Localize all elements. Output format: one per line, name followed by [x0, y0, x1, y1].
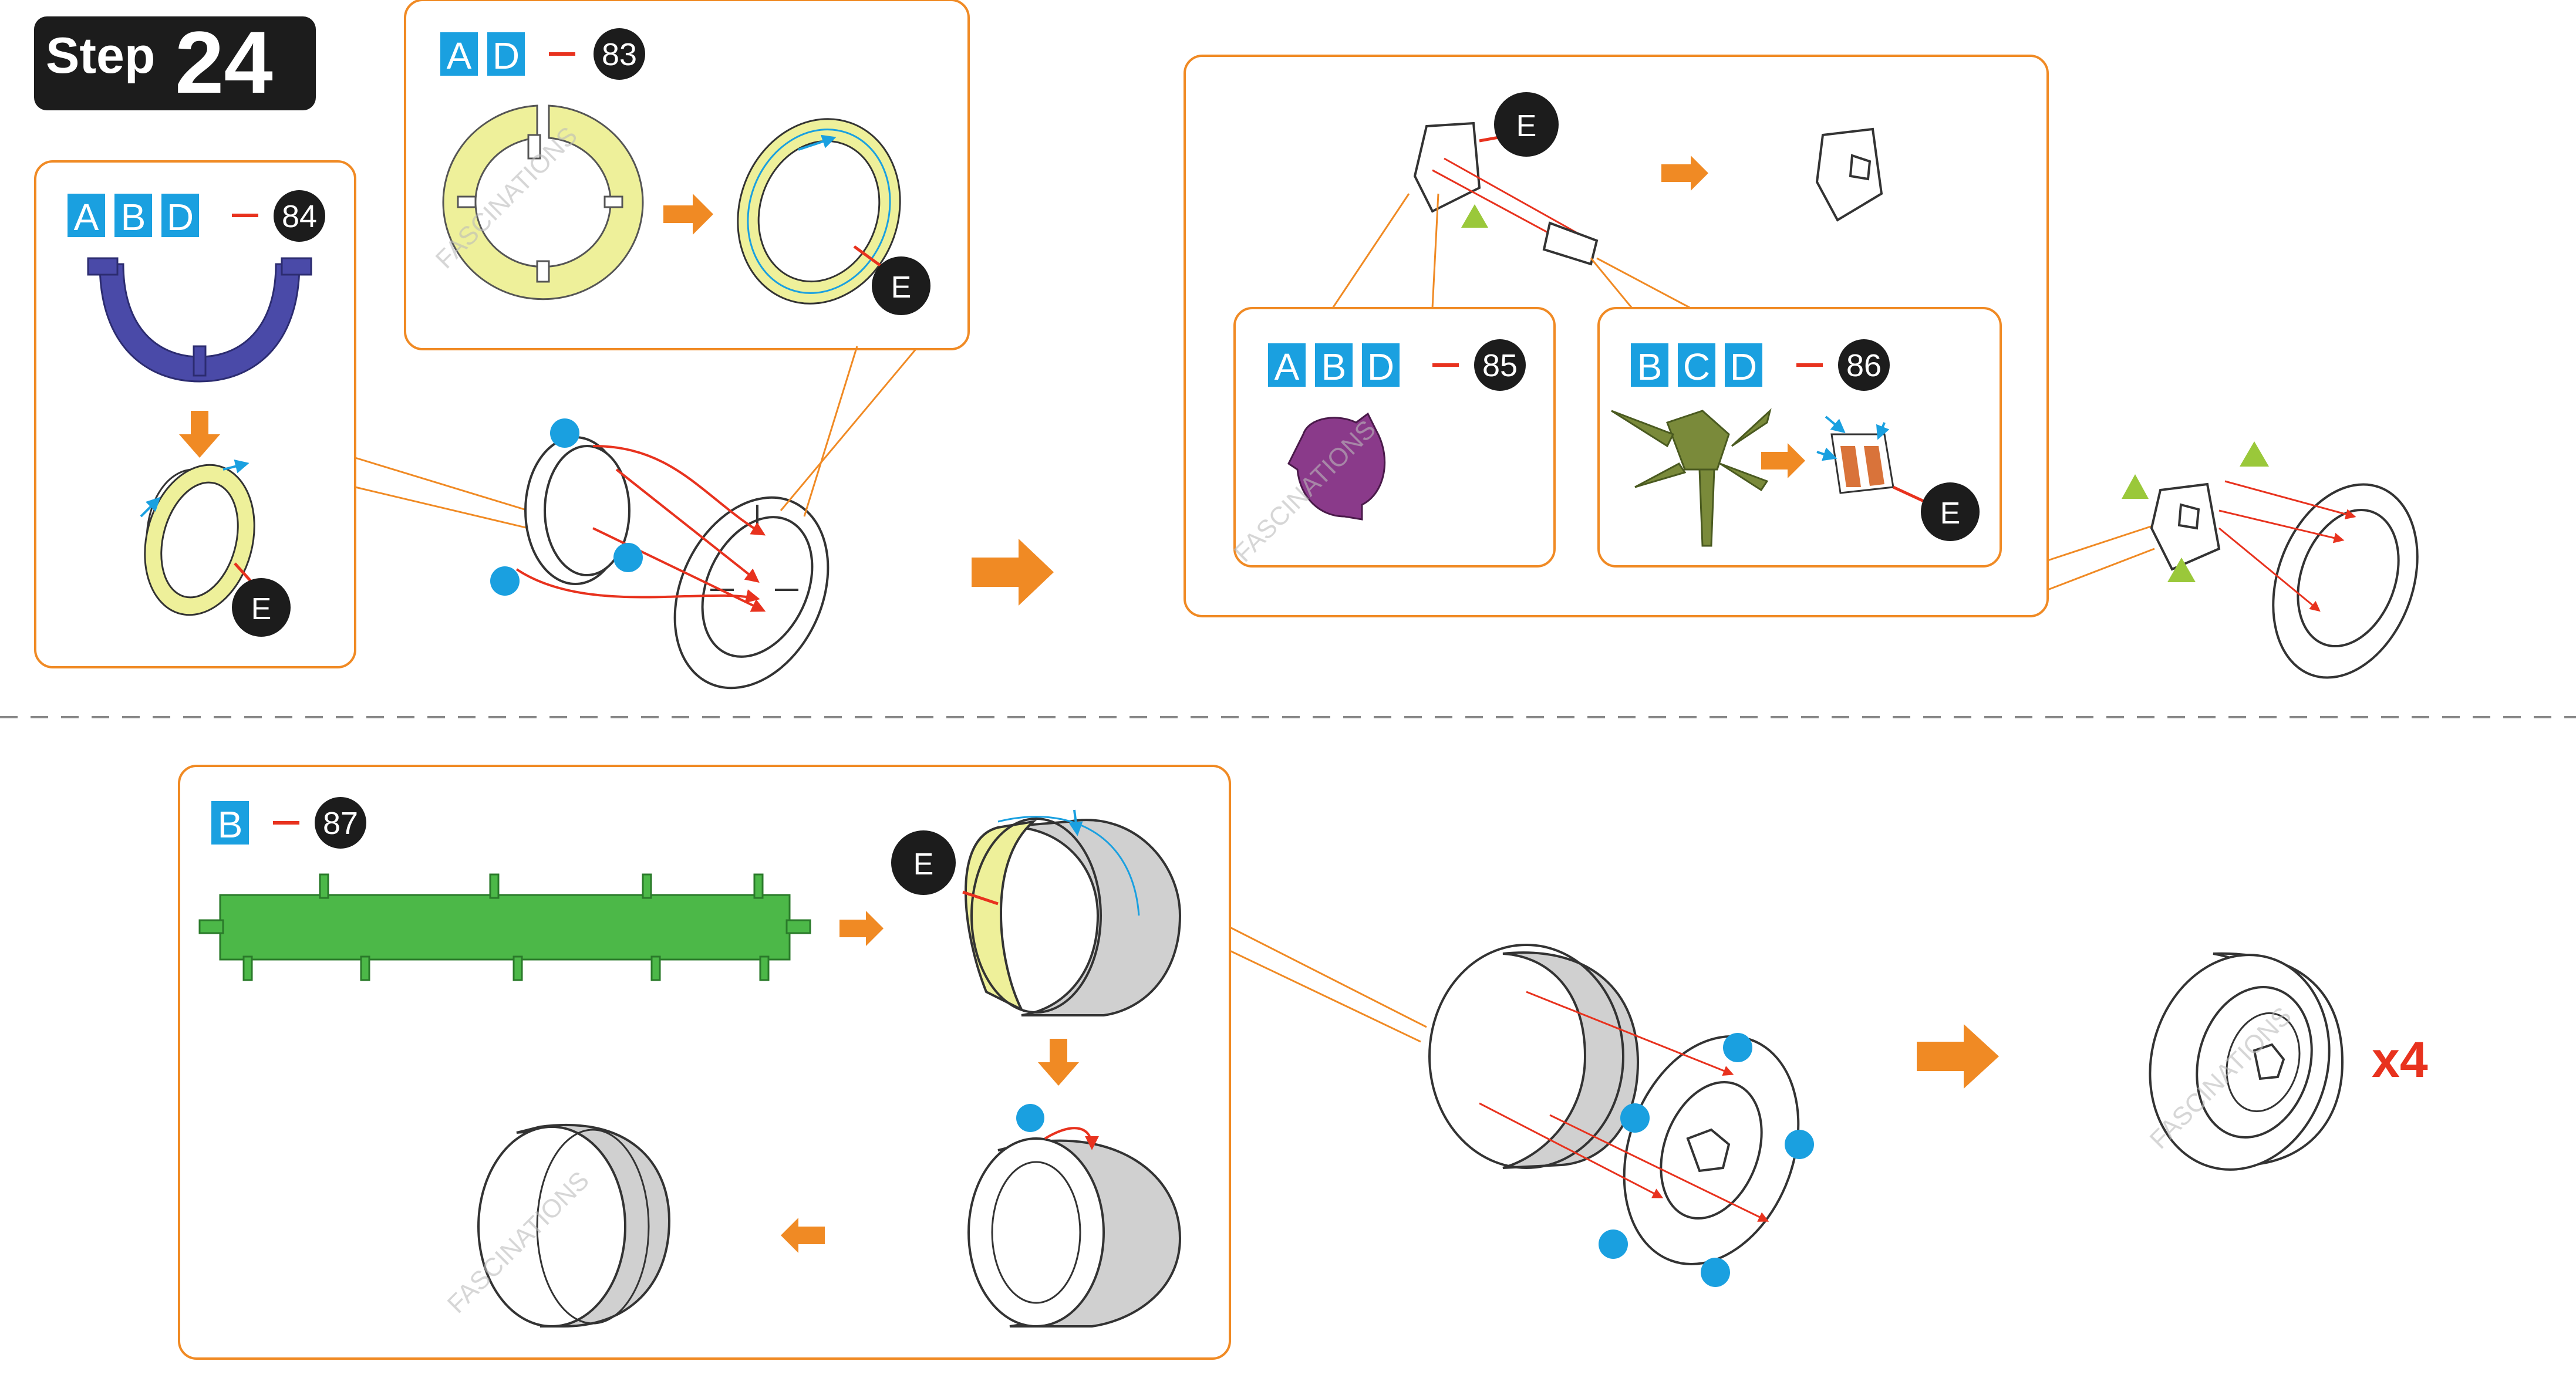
svg-text:E: E	[913, 847, 934, 881]
part-85-disc	[1287, 412, 1386, 521]
ring-wrap-stage-1: E	[891, 809, 1182, 1016]
green-triangle-icon	[2122, 474, 2149, 499]
orange-arrow-icon	[1761, 443, 1805, 478]
orange-arrow-icon	[839, 911, 884, 946]
svg-text:C: C	[1683, 346, 1710, 388]
callout-part-87: B 87 E	[178, 765, 1231, 1360]
svg-text:D: D	[1367, 346, 1394, 388]
finished-wheel	[2149, 952, 2344, 1171]
svg-text:D: D	[167, 196, 194, 238]
step-word: Step	[46, 28, 155, 84]
step-badge: Step 24	[34, 13, 316, 112]
callout-hub: E A B D 85 B C D 86	[1184, 55, 2049, 617]
svg-text:E: E	[891, 271, 912, 305]
orange-arrow-icon	[663, 194, 713, 235]
orange-arrow-icon	[1038, 1039, 1079, 1086]
part-86-folded	[1816, 416, 1894, 494]
blue-dot-icon	[613, 543, 643, 572]
blue-dot-icon	[550, 418, 579, 448]
orange-arrow-icon	[781, 1218, 825, 1253]
green-triangle-icon	[2240, 441, 2269, 467]
ring-wrap-stage-2	[967, 1104, 1182, 1328]
svg-text:83: 83	[602, 37, 637, 72]
svg-text:A: A	[447, 35, 472, 77]
svg-text:A: A	[74, 196, 99, 238]
callout-part-84: A B D 84 E	[34, 160, 356, 668]
svg-text:B: B	[218, 803, 243, 846]
svg-text:85: 85	[1482, 348, 1518, 383]
orange-arrow-icon	[1661, 156, 1708, 191]
ring-finished	[477, 1123, 671, 1328]
callout-part-83: A D 83 E	[404, 0, 970, 350]
svg-text:A: A	[1274, 346, 1300, 388]
svg-text:B: B	[1321, 346, 1347, 388]
svg-text:E: E	[251, 592, 272, 626]
blue-dot-icon	[1785, 1130, 1814, 1159]
svg-text:87: 87	[323, 806, 358, 841]
svg-text:D: D	[493, 35, 520, 77]
part-86-star	[1611, 408, 1772, 547]
quantity-label: x4	[2372, 1032, 2428, 1088]
svg-text:B: B	[121, 196, 146, 238]
svg-text:E: E	[1940, 496, 1961, 531]
sheet-badges: A B D	[68, 194, 199, 238]
orange-arrow-icon	[1917, 1024, 1999, 1089]
orange-arrow-icon	[972, 539, 1054, 606]
tag-badge-e: E	[232, 578, 291, 637]
green-triangle-icon	[2167, 558, 2196, 582]
svg-text:84: 84	[282, 199, 317, 234]
blue-dot-icon	[490, 566, 520, 596]
blue-dot-icon	[1620, 1103, 1650, 1133]
assembly-inner-ring	[355, 346, 917, 690]
watermarks: FASCINATIONS FASCINATIONS FASCINATIONS F…	[430, 121, 2297, 1319]
svg-text:B: B	[1637, 346, 1663, 388]
assembly-final	[1229, 926, 1814, 1287]
blue-dot-icon	[1723, 1033, 1752, 1062]
part-87-strip	[198, 873, 811, 981]
blue-dot-icon	[1599, 1230, 1628, 1259]
blue-dot-icon	[1016, 1104, 1044, 1132]
blue-dot-icon	[1701, 1258, 1730, 1287]
orange-arrow-icon	[179, 411, 220, 458]
green-triangle-icon	[1461, 204, 1488, 228]
step-number: 24	[175, 13, 273, 112]
part-83-flat-ring	[442, 104, 644, 300]
part-number-badge: 84	[274, 190, 325, 242]
svg-text:86: 86	[1846, 348, 1882, 383]
assembly-hub-wheel	[2047, 441, 2419, 679]
svg-text:D: D	[1730, 346, 1757, 388]
svg-text:E: E	[1516, 109, 1537, 143]
